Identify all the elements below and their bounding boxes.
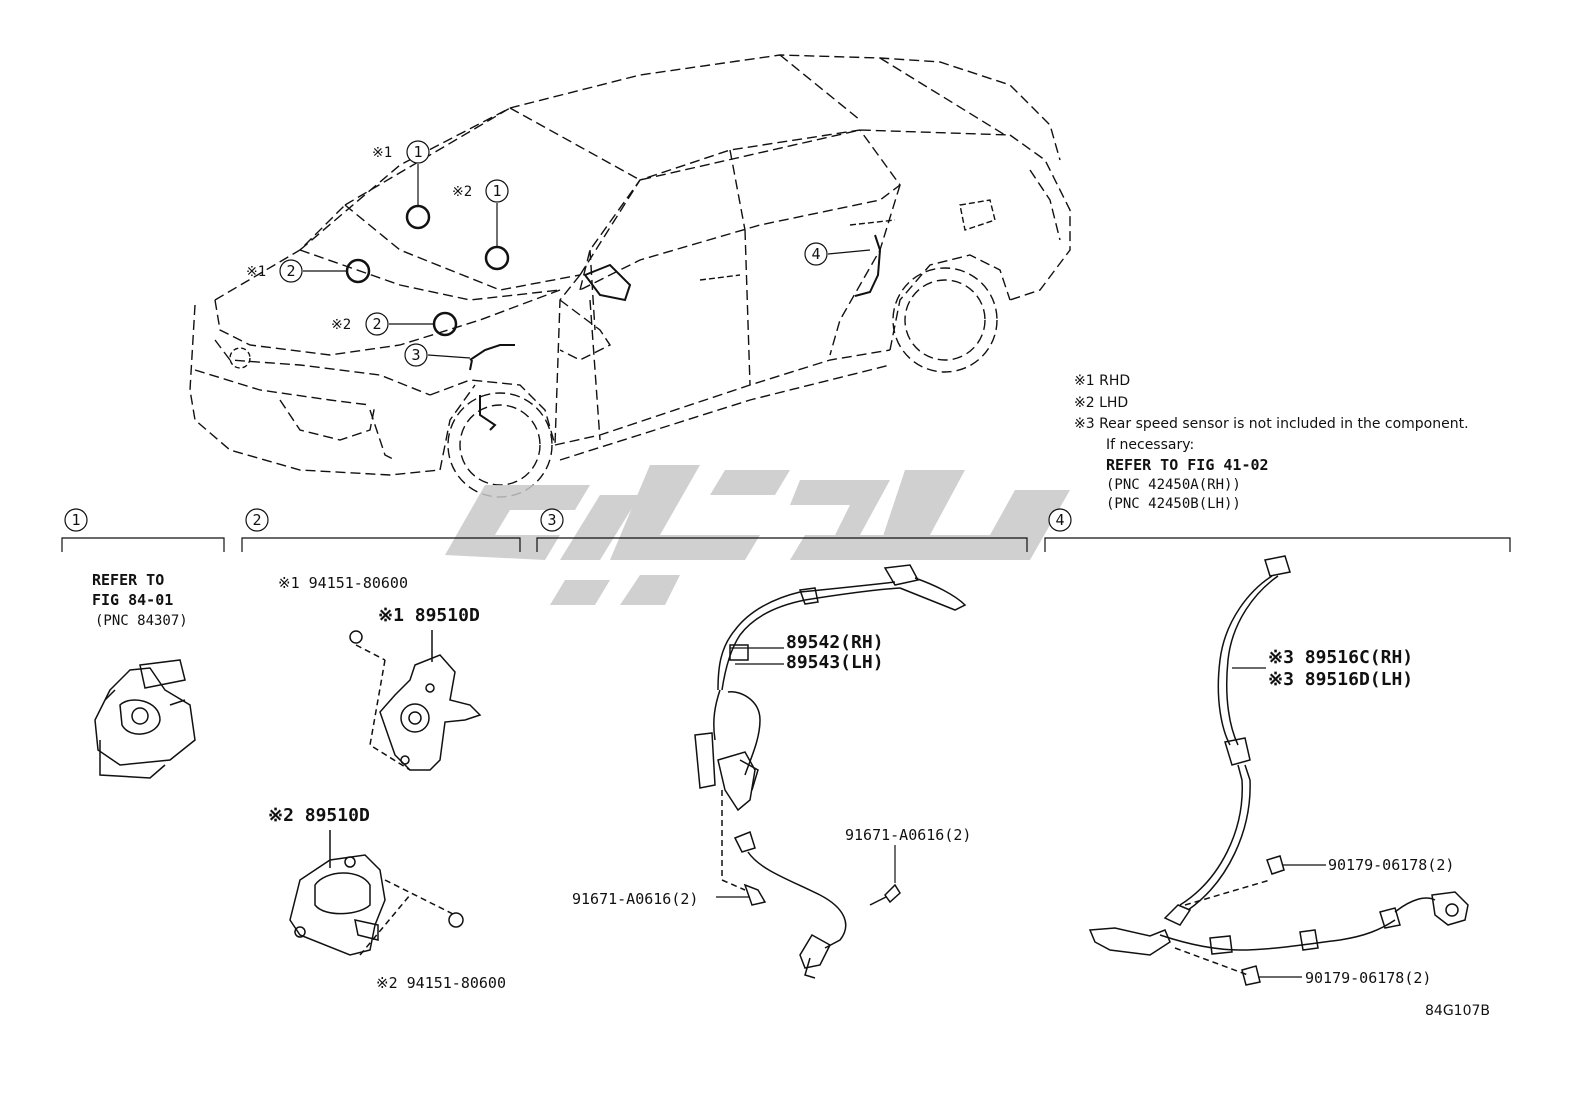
s4-nut-top: 90179-06178(2) <box>1328 856 1454 874</box>
rain-sensor-housing-drawing <box>94 659 196 779</box>
car-callout-2-rhd: 2 <box>286 262 295 280</box>
note-refer-fig: REFER TO FIG 41-02 <box>1106 456 1269 474</box>
car-illustration <box>189 54 1071 498</box>
note-pnc-lh: (PNC 42450B(LH)) <box>1106 496 1241 512</box>
s4-part-rh: ※3 89516C(RH) <box>1268 647 1413 668</box>
car-callout-1-lhd: 1 <box>492 182 501 200</box>
note-pnc-rh: (PNC 42450A(RH)) <box>1106 477 1241 493</box>
section-4-label: 4 <box>1055 511 1064 529</box>
s1-refer-to: REFER TO <box>92 571 164 589</box>
note-lhd: ※2 LHD <box>1074 395 1128 411</box>
car-callout-1-rhd: 1 <box>413 143 422 161</box>
s2-sensor-rhd: ※1 89510D <box>378 605 480 626</box>
watermark-logo <box>445 465 1070 605</box>
car-callout-4: 4 <box>811 245 820 263</box>
s2-nut-rhd: ※1 94151-80600 <box>278 574 408 592</box>
car-callout-3: 3 <box>411 346 420 364</box>
car-callout-2-lhd: 2 <box>372 315 381 333</box>
lhd-sensor-drawing <box>289 830 464 956</box>
note-if-necessary: If necessary: <box>1106 437 1194 453</box>
section-brackets <box>61 537 1511 552</box>
car-callout-lines <box>303 164 871 359</box>
s2-nut-lhd: ※2 94151-80600 <box>376 974 506 992</box>
section-4: ※3 89516C(RH) ※3 89516D(LH) 90179-06178(… <box>1088 555 1469 987</box>
section-2-label: 2 <box>252 511 261 529</box>
rhd-sensor-drawing <box>349 630 482 771</box>
s3-part-rh: 89542(RH) <box>786 632 884 653</box>
car-mark-1-top: ※1 <box>372 145 392 161</box>
s4-nut-bottom: 90179-06178(2) <box>1305 969 1431 987</box>
s2-sensor-lhd: ※2 89510D <box>268 805 370 826</box>
notes-block: ※1 RHD ※2 LHD ※3 Rear speed sensor is no… <box>1074 373 1469 512</box>
s4-part-lh: ※3 89516D(LH) <box>1268 669 1413 690</box>
car-callout-circles <box>279 140 828 367</box>
s3-part-lh: 89543(LH) <box>786 652 884 673</box>
section-1: REFER TO FIG 84-01 (PNC 84307) <box>92 571 196 779</box>
car-mark-1-hood: ※1 <box>246 264 266 280</box>
s1-pnc: (PNC 84307) <box>95 613 188 629</box>
note-rear-sensor: ※3 Rear speed sensor is not included in … <box>1074 416 1469 432</box>
note-rhd: ※1 RHD <box>1074 373 1130 389</box>
section-3-label: 3 <box>547 511 556 529</box>
rear-speed-sensor-wire-drawing <box>1088 555 1469 986</box>
car-mark-2-hood: ※2 <box>331 317 351 333</box>
s3-bolt-right: 91671-A0616(2) <box>845 826 971 844</box>
s3-bolt-left: 91671-A0616(2) <box>572 890 698 908</box>
drawing-code: 84G107B <box>1425 1003 1490 1019</box>
front-speed-sensor-drawing <box>694 564 967 979</box>
section-3: 89542(RH) 89543(LH) 91671-A0616(2) 91671… <box>572 564 971 979</box>
s1-fig: FIG 84-01 <box>92 591 173 609</box>
section-2: ※1 94151-80600 ※1 89510D ※2 89510D ※2 94… <box>268 574 506 992</box>
car-mark-2-top: ※2 <box>452 184 472 200</box>
section-1-label: 1 <box>71 511 80 529</box>
